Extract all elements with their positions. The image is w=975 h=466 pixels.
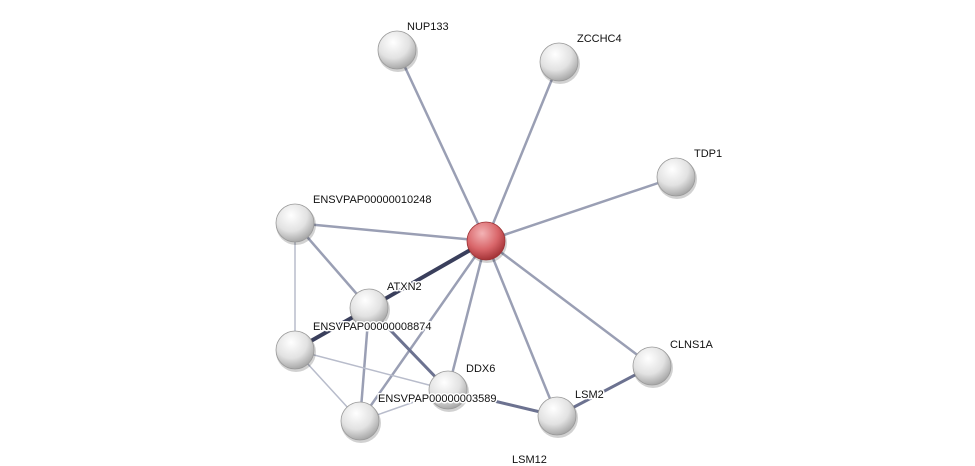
node-label: DDX6 [466, 363, 495, 375]
node-circle[interactable] [377, 30, 417, 70]
node-label: ENSVPAP00000008874 [313, 321, 431, 333]
node-label: TDP1 [694, 148, 722, 160]
node-circle[interactable] [275, 330, 315, 370]
edge-lsm12-clns1a[interactable] [485, 240, 653, 367]
node-ddx6[interactable]: DDX6 [428, 362, 497, 412]
edge-lsm12-e10248[interactable] [294, 221, 487, 243]
node-e3589[interactable]: ENSVPAP00000003589 [340, 392, 498, 443]
node-tdp1[interactable]: TDP1 [656, 147, 724, 199]
edge-lsm12-ddx6[interactable] [446, 240, 488, 391]
node-e10248[interactable]: ENSVPAP00000010248 [275, 193, 433, 245]
edge-lsm12-tdp1[interactable] [485, 175, 677, 243]
node-label: ATXN2 [387, 281, 422, 293]
node-clns1a[interactable]: CLNS1A [632, 338, 715, 388]
node-circle[interactable] [537, 396, 577, 436]
node-label: NUP133 [407, 21, 449, 33]
edge-lsm12-e3589[interactable] [358, 240, 488, 422]
node-circle[interactable] [632, 346, 672, 386]
node-circle[interactable] [275, 203, 315, 243]
edge-e8874-ddx6[interactable] [294, 349, 449, 391]
node-circle[interactable] [466, 221, 506, 261]
node-label: ENSVPAP00000010248 [313, 194, 431, 206]
node-label: ENSVPAP00000003589 [378, 393, 496, 405]
node-zcchc4[interactable]: ZCCHC4 [539, 32, 623, 84]
node-circle[interactable] [349, 288, 389, 328]
node-circle[interactable] [539, 42, 579, 82]
node-lsm2[interactable]: LSM2 [537, 388, 605, 438]
edge-lsm12-lsm2[interactable] [484, 240, 559, 417]
edge-lsm12-atxn2[interactable] [368, 239, 487, 310]
node-circle[interactable] [340, 401, 380, 441]
edge-lsm12-zcchc4[interactable] [484, 61, 561, 242]
edge-lsm12-nup133[interactable] [395, 49, 488, 242]
node-lsm12[interactable]: LSM12 [466, 221, 548, 466]
node-label: LSM12 [512, 454, 547, 466]
node-circle[interactable] [428, 370, 468, 410]
node-atxn2[interactable]: ATXN2 [349, 280, 423, 330]
node-label: ZCCHC4 [577, 33, 622, 45]
node-circle[interactable] [656, 157, 696, 197]
node-e8874[interactable]: ENSVPAP00000008874 [275, 320, 433, 372]
node-label: LSM2 [575, 389, 604, 401]
node-nup133[interactable]: NUP133 [377, 20, 450, 72]
node-label: CLNS1A [670, 339, 713, 351]
